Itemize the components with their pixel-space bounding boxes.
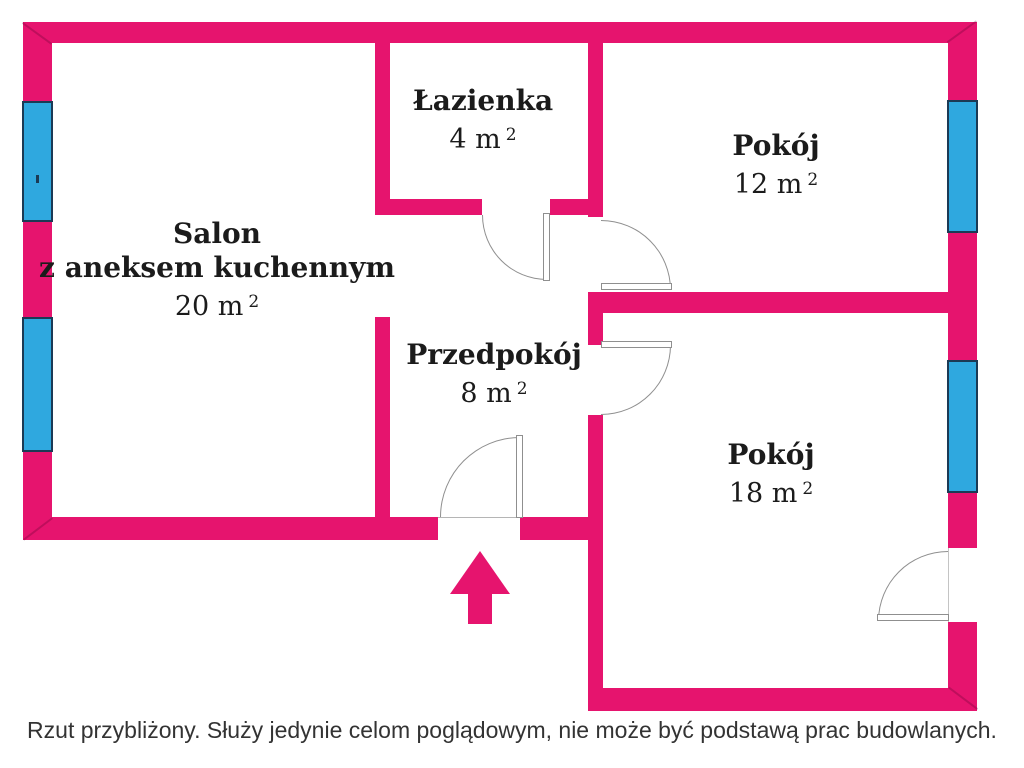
window-handle-tick [36, 175, 39, 183]
door-leaf-pokoj18 [601, 341, 672, 348]
room-name: Salon [172, 217, 262, 250]
room-name: Pokój [727, 438, 815, 471]
window-pokoj12 [947, 100, 978, 233]
wall-top-outer [23, 22, 977, 43]
door-swing-arc-lazienka [482, 215, 547, 280]
room-name: Łazienka [412, 84, 554, 117]
wall-mid-divider-bottom [588, 415, 603, 711]
wall-salon-divider-upper [375, 43, 390, 215]
window-pokoj18 [947, 360, 978, 493]
entrance-arrow-icon [450, 551, 510, 594]
wall-bottom-left [23, 517, 438, 540]
wall-pokoj12-pokoj18 [588, 292, 977, 313]
door-swing-arc-balcony [878, 551, 948, 621]
entrance-threshold [438, 517, 520, 518]
room-name: Przedpokój [406, 338, 582, 371]
wall-salon-divider-lower [375, 317, 390, 517]
disclaimer-note: Rzut przybliżony. Służy jedynie celom po… [27, 717, 997, 743]
wall-mid-divider-center [588, 313, 603, 345]
door-leaf-entrance [516, 435, 523, 518]
wall-bottom-middle [520, 517, 603, 540]
balcony-threshold [948, 548, 949, 622]
door-leaf-lazienka [543, 213, 550, 281]
door-leaf-pokoj12 [601, 283, 672, 290]
wall-mid-divider-top [588, 43, 603, 217]
door-leaf-balcony [877, 614, 949, 621]
door-swing-arc-pokoj18 [601, 345, 671, 415]
wall-right-top [948, 22, 977, 100]
room-name-line2: z aneksem kuchennym [39, 251, 395, 284]
entrance-arrow-stem [468, 593, 492, 624]
door-swing-arc-entrance [440, 437, 520, 517]
wall-lazienka-bottom-left [375, 199, 482, 215]
window-salon-upper [22, 101, 53, 222]
door-swing-arc-pokoj12 [601, 220, 671, 290]
wall-pokoj18-bottom [588, 688, 977, 711]
room-name: Pokój [732, 129, 820, 162]
wall-right-lower [948, 493, 977, 548]
window-salon-lower [22, 317, 53, 452]
